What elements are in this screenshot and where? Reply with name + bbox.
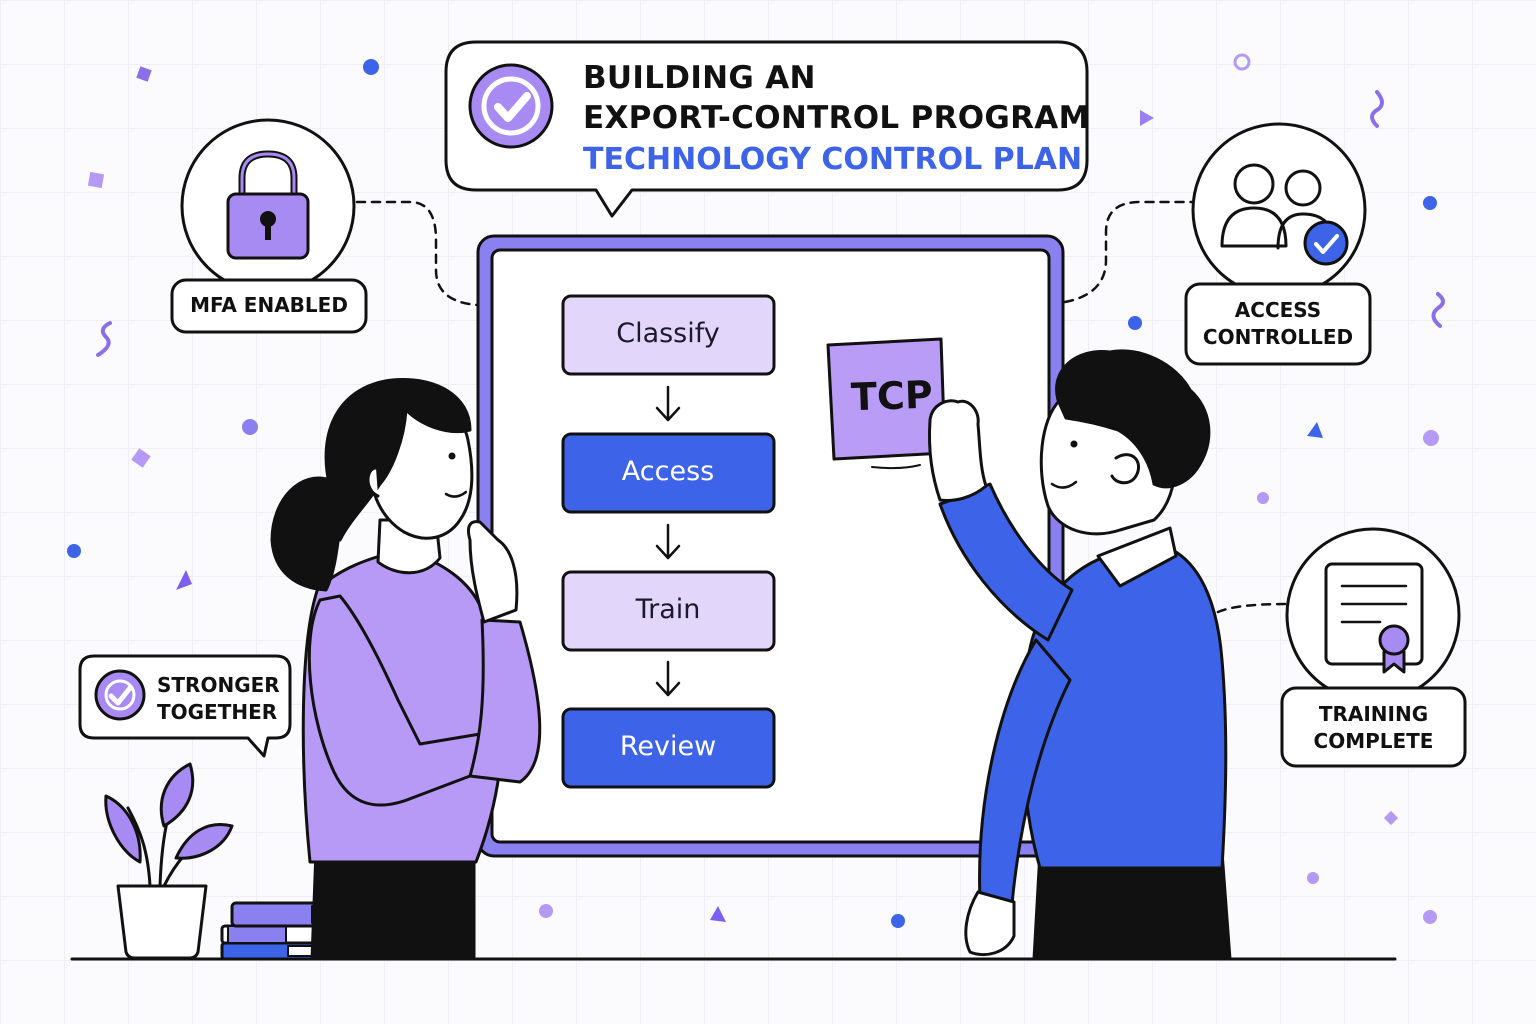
certificate-icon bbox=[1324, 562, 1424, 674]
padlock-icon bbox=[226, 150, 310, 260]
flow-step-label: Review bbox=[619, 731, 717, 762]
mfa-label: MFA ENABLED bbox=[190, 293, 348, 317]
stronger-label-line2: TOGETHER bbox=[157, 700, 278, 724]
checkmark-icon bbox=[94, 669, 146, 721]
stronger-label-line1: STRONGER bbox=[157, 673, 280, 697]
flow-step-label: Access bbox=[621, 456, 715, 487]
flow-step-label: Classify bbox=[616, 318, 720, 349]
tcp-label: TCP bbox=[850, 372, 934, 420]
dashed-connector bbox=[355, 200, 1288, 614]
access-label-line1: ACCESS bbox=[1234, 298, 1322, 322]
woman-figure bbox=[270, 377, 542, 961]
flow-step-access bbox=[561, 432, 776, 514]
flow-step-review bbox=[561, 707, 776, 789]
potted-plant bbox=[104, 762, 234, 960]
check-circle-icon bbox=[468, 63, 554, 149]
flow-step-classify bbox=[561, 294, 776, 376]
down-arrow-icon bbox=[655, 385, 681, 422]
training-label-line1: TRAINING bbox=[1318, 702, 1429, 726]
flow-step-label: Train bbox=[635, 594, 701, 625]
down-arrow-icon bbox=[655, 523, 681, 560]
page-title-line2: EXPORT-CONTROL PROGRAM bbox=[583, 100, 1090, 136]
confetti-decoration bbox=[67, 53, 1445, 928]
users-check-icon bbox=[1220, 163, 1349, 266]
access-label-line2: CONTROLLED bbox=[1202, 325, 1354, 349]
page-subtitle: TECHNOLOGY CONTROL PLAN bbox=[583, 142, 1083, 177]
page-title-line1: BUILDING AN bbox=[583, 60, 816, 96]
man-figure bbox=[928, 349, 1232, 961]
training-label-line2: COMPLETE bbox=[1313, 729, 1434, 753]
down-arrow-icon bbox=[655, 660, 681, 697]
header-bubble bbox=[444, 40, 1089, 218]
flow-step-train bbox=[561, 570, 776, 652]
